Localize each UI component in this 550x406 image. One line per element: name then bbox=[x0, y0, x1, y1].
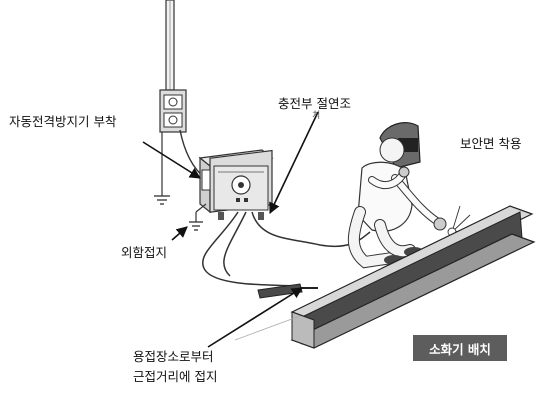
wall-outlet-box bbox=[159, 89, 187, 133]
welding-machine bbox=[198, 149, 274, 220]
label-ground-near-line2: 근접거리에 접지 bbox=[133, 369, 218, 384]
label-external-ground: 외함접지 bbox=[121, 245, 168, 260]
label-ground-near-line1: 용접장소로부터 bbox=[133, 349, 214, 364]
arrow-external-ground bbox=[171, 226, 188, 241]
steel-h-beam bbox=[290, 205, 536, 349]
arrow-auto-shock-prevention bbox=[142, 141, 201, 179]
extinguisher-label: 소화기 배치 bbox=[429, 341, 491, 357]
arrow-ground-near bbox=[207, 287, 303, 348]
extinguisher-badge: 소화기 배치 bbox=[413, 335, 507, 361]
label-live-part-insulation: 충전부 절연조 bbox=[278, 96, 351, 111]
welder-worker bbox=[347, 122, 447, 269]
label-auto-shock-prevention: 자동전격방지기 부착 bbox=[9, 114, 117, 129]
arrow-live-part-insulation bbox=[269, 111, 319, 215]
machine-ground-symbol bbox=[189, 203, 207, 231]
label-mask-wearing: 보안면 착용 bbox=[460, 136, 522, 151]
label-live-part-insulation-cont: 치 bbox=[312, 111, 321, 121]
wall-ground-symbol bbox=[154, 132, 170, 205]
wall-conduit bbox=[165, 0, 175, 91]
floor-line bbox=[234, 315, 301, 341]
welding-cables bbox=[202, 211, 371, 287]
